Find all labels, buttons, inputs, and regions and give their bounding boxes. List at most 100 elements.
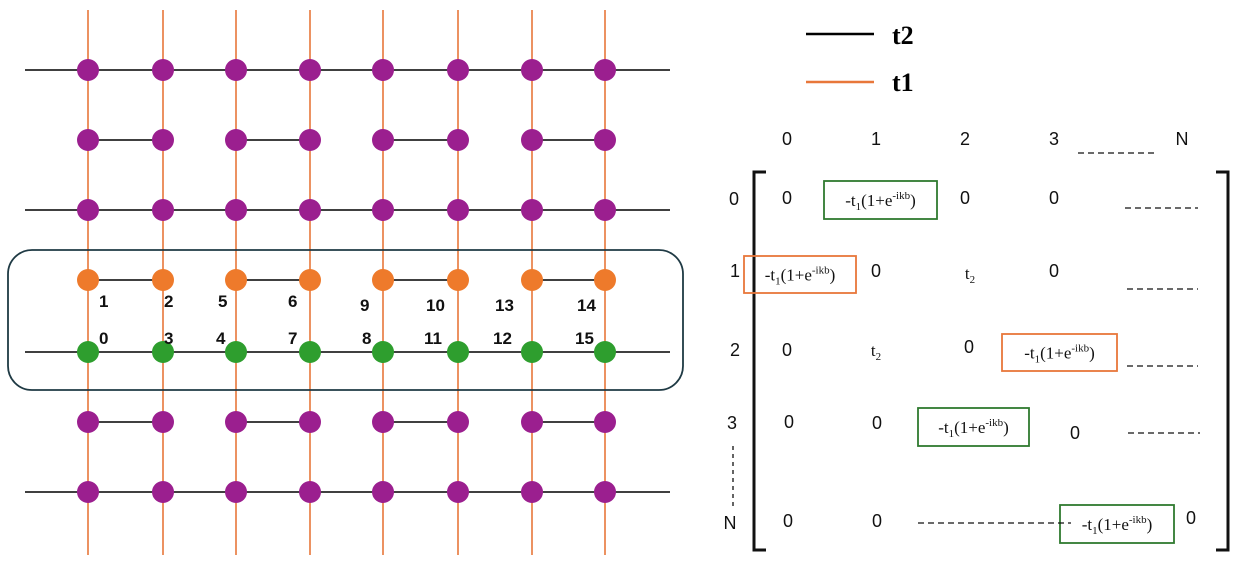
- matrix-zero: 0: [783, 511, 793, 531]
- bulk-site: [372, 59, 394, 81]
- matrix-zero: 0: [782, 188, 792, 208]
- site-label: 7: [288, 329, 297, 348]
- bottom-row-site: [447, 341, 469, 363]
- matrix-zero: 0: [1186, 508, 1196, 528]
- matrix-t1-entry-box: [1001, 333, 1118, 372]
- bulk-site: [225, 59, 247, 81]
- bulk-site: [447, 199, 469, 221]
- matrix-right-bracket: [1216, 170, 1230, 552]
- bulk-site: [299, 411, 321, 433]
- matrix-col-header: 1: [871, 129, 881, 149]
- matrix-row-header: 1: [730, 261, 740, 281]
- bulk-site: [299, 199, 321, 221]
- bulk-site: [521, 481, 543, 503]
- top-row-site: [447, 269, 469, 291]
- matrix-row-header: 0: [729, 189, 739, 209]
- site-label: 9: [360, 296, 369, 315]
- bulk-site: [152, 199, 174, 221]
- legend-t2-label: t2: [892, 21, 914, 50]
- bulk-site: [447, 129, 469, 151]
- top-row-site: [299, 269, 321, 291]
- site-label: 3: [164, 329, 173, 348]
- bulk-site: [372, 199, 394, 221]
- matrix-row-header: 3: [727, 413, 737, 433]
- site-label: 1: [99, 292, 108, 311]
- matrix-zero: 0: [872, 511, 882, 531]
- bulk-site: [594, 481, 616, 503]
- bulk-site: [594, 199, 616, 221]
- matrix-t1-entry: -t1(1+e-ikb): [1082, 514, 1153, 537]
- matrix-zero: 0: [782, 340, 792, 360]
- bulk-site: [521, 129, 543, 151]
- bulk-site: [299, 59, 321, 81]
- site-label: 12: [493, 329, 512, 348]
- site-label: 14: [577, 296, 596, 315]
- bulk-site: [594, 129, 616, 151]
- bottom-row-site: [77, 341, 99, 363]
- bulk-site: [225, 199, 247, 221]
- top-row-site: [594, 269, 616, 291]
- site-label: 8: [362, 329, 371, 348]
- bottom-row-site: [225, 341, 247, 363]
- matrix-t1-entry: -t1(1+e-ikb): [938, 417, 1009, 440]
- matrix-t1-entry-box: [823, 180, 938, 220]
- top-row-site: [372, 269, 394, 291]
- bulk-site: [77, 411, 99, 433]
- top-row-site: [77, 269, 99, 291]
- bulk-site: [447, 59, 469, 81]
- matrix-zero: 0: [1049, 188, 1059, 208]
- matrix-zero: 0: [784, 412, 794, 432]
- bottom-row-site: [372, 341, 394, 363]
- site-label: 6: [288, 292, 297, 311]
- bulk-site: [77, 481, 99, 503]
- bulk-site: [77, 129, 99, 151]
- bulk-site: [372, 411, 394, 433]
- matrix-col-header: 2: [960, 129, 970, 149]
- site-label: 0: [99, 329, 108, 348]
- matrix-zero: 0: [1070, 423, 1080, 443]
- bulk-site: [299, 481, 321, 503]
- matrix-t1-entry-box: [1059, 504, 1175, 544]
- site-label: 10: [426, 296, 445, 315]
- bulk-site: [225, 481, 247, 503]
- matrix-zero: 0: [1049, 261, 1059, 281]
- matrix-col-header: N: [1176, 129, 1189, 149]
- bulk-site: [152, 59, 174, 81]
- bulk-site: [521, 199, 543, 221]
- site-label: 11: [424, 329, 442, 348]
- bulk-site: [225, 129, 247, 151]
- bulk-site: [77, 59, 99, 81]
- site-label: 2: [164, 292, 173, 311]
- bottom-row-site: [521, 341, 543, 363]
- legend-t1-label: t1: [892, 68, 914, 97]
- top-row-site: [152, 269, 174, 291]
- bulk-site: [594, 59, 616, 81]
- matrix-t2-entry: t2: [871, 341, 881, 363]
- matrix-t2-entry: t2: [965, 264, 975, 286]
- matrix-left-bracket: [752, 170, 766, 552]
- bulk-site: [594, 411, 616, 433]
- bulk-site: [152, 411, 174, 433]
- matrix-zero: 0: [960, 188, 970, 208]
- matrix-zero: 0: [964, 337, 974, 357]
- bulk-site: [152, 129, 174, 151]
- legend: t2 t1: [806, 21, 914, 97]
- site-label: 4: [216, 329, 226, 348]
- bulk-site: [521, 411, 543, 433]
- matrix-row-header: N: [724, 513, 737, 533]
- bulk-site: [372, 129, 394, 151]
- matrix-t1-entry: -t1(1+e-ikb): [765, 265, 836, 288]
- bulk-site: [299, 129, 321, 151]
- bulk-site: [447, 481, 469, 503]
- top-row-site: [521, 269, 543, 291]
- site-label: 5: [218, 292, 227, 311]
- matrix-zero: 0: [871, 261, 881, 281]
- matrix-t1-entry: -t1(1+e-ikb): [845, 190, 916, 213]
- matrix-row-header: 2: [730, 340, 740, 360]
- matrix-col-header: 0: [782, 129, 792, 149]
- bulk-site: [77, 199, 99, 221]
- bulk-site: [521, 59, 543, 81]
